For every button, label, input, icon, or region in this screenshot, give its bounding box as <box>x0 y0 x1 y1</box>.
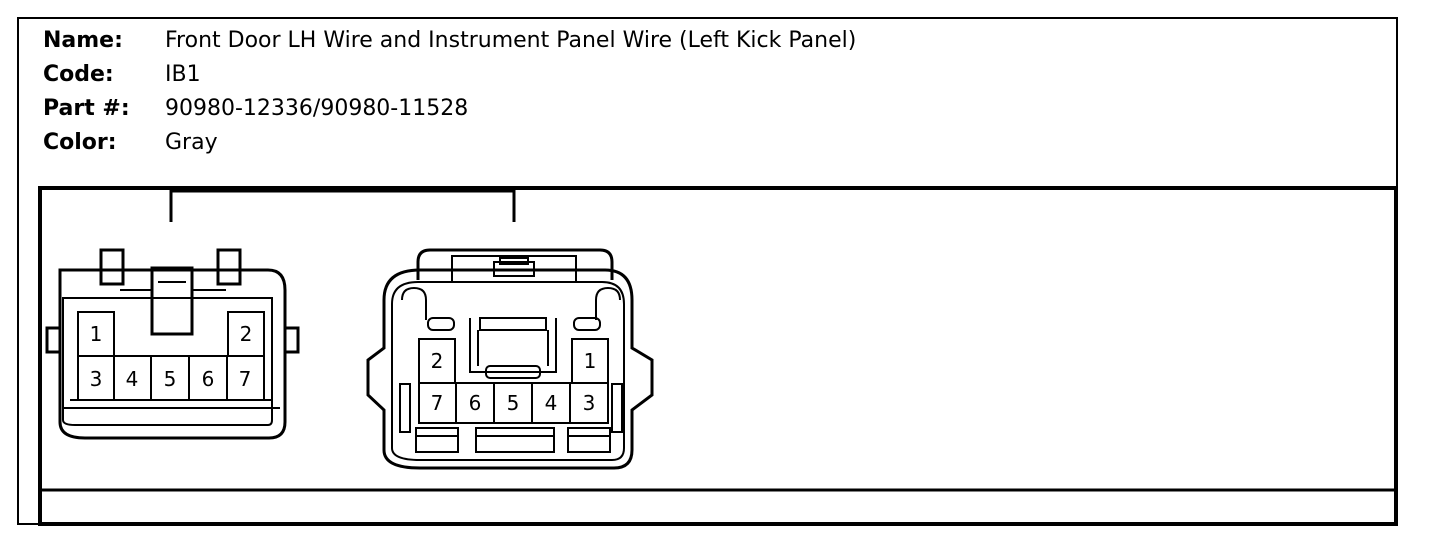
left-connector-body <box>58 268 287 440</box>
right-pin-label: 1 <box>584 349 597 373</box>
left-connector-base-lines <box>62 399 280 409</box>
right-ear <box>285 326 300 354</box>
right-left-slot <box>399 383 411 433</box>
part-value: 90980-12336/90980-11528 <box>165 96 469 121</box>
left-pin-label: 1 <box>90 322 103 346</box>
right-center-foot <box>485 365 541 379</box>
right-right-hook <box>595 286 621 320</box>
right-right-pad <box>573 317 601 331</box>
left-pin-label: 5 <box>164 367 177 391</box>
right-center-bar <box>479 317 547 331</box>
right-right-slot <box>611 383 623 433</box>
right-pin-cell-3 <box>569 382 609 424</box>
color-value: Gray <box>165 130 218 155</box>
left-connector <box>45 248 300 440</box>
right-pin-label: 6 <box>469 391 482 415</box>
right-pin-label: 2 <box>431 349 444 373</box>
name-value: Front Door LH Wire and Instrument Panel … <box>165 28 857 53</box>
left-pin-label: 2 <box>240 322 253 346</box>
right-bottom-slot-center <box>475 427 555 453</box>
center-lock <box>150 266 194 336</box>
right-top-tab-lip <box>499 257 529 265</box>
left-connector-inner <box>62 297 273 426</box>
right-top-tab <box>493 261 535 277</box>
right-bottom-slot-right <box>567 427 611 453</box>
left-latch <box>99 248 125 286</box>
name-label: Name: <box>43 28 123 53</box>
left-pin-cell-7 <box>226 355 265 401</box>
right-bottom-slot-left <box>415 427 459 453</box>
color-label: Color: <box>43 130 117 155</box>
right-left-pad <box>427 317 455 331</box>
code-label: Code: <box>43 62 114 87</box>
right-pin-label: 3 <box>583 391 596 415</box>
right-pin-label: 5 <box>507 391 520 415</box>
right-connector <box>366 248 654 470</box>
right-pin-label: 7 <box>431 391 444 415</box>
right-connector-inner <box>391 281 625 461</box>
right-top-housing <box>416 248 614 280</box>
code-value: IB1 <box>165 62 201 87</box>
left-pin-label: 7 <box>239 367 252 391</box>
connector-panel <box>38 186 1398 526</box>
right-top-window <box>451 255 577 283</box>
right-connector-body <box>366 268 654 470</box>
left-pin-label: 3 <box>90 367 103 391</box>
left-pin-label: 6 <box>202 367 215 391</box>
left-pin-label: 4 <box>126 367 139 391</box>
part-label: Part #: <box>43 96 130 121</box>
right-pin-label: 4 <box>545 391 558 415</box>
connector-bracket <box>169 189 516 222</box>
right-latch <box>216 248 242 286</box>
right-center-latch <box>469 318 557 373</box>
left-ear <box>45 326 60 354</box>
right-left-hook <box>401 286 427 320</box>
